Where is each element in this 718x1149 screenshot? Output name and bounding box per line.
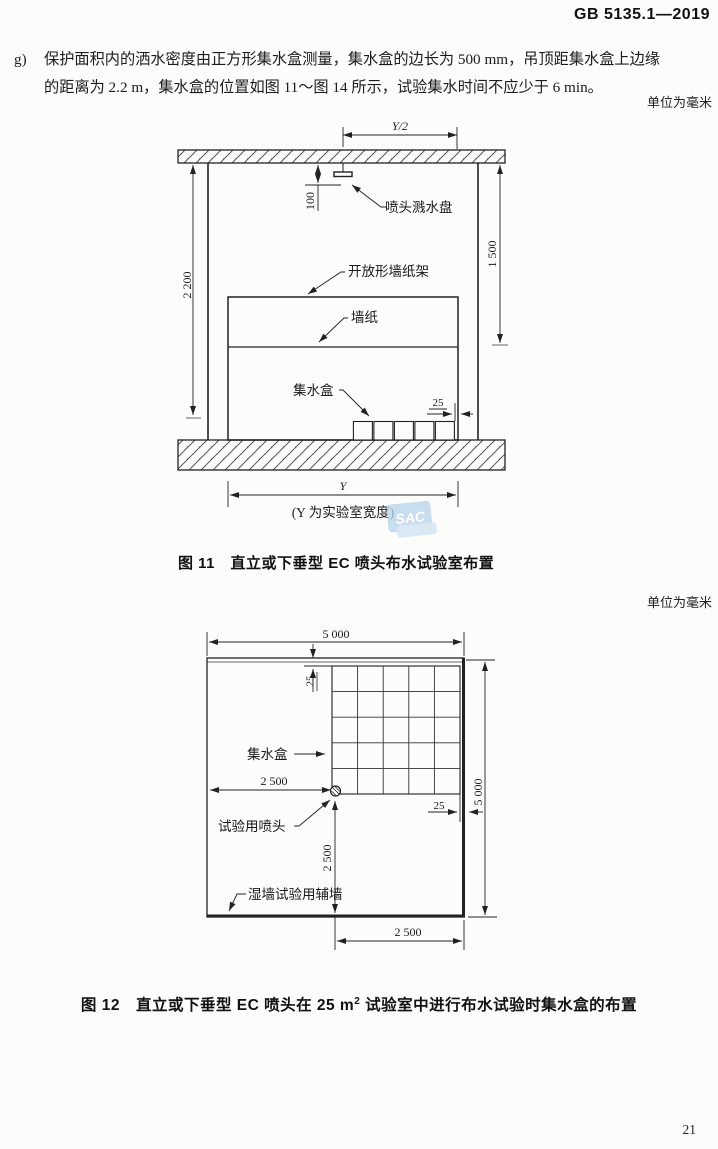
dim-bottom-2500 [337,920,465,950]
unit-note-1: 单位为毫米 [646,95,712,110]
page-number: 21 [682,1122,697,1137]
leader-wallpaper [318,317,348,343]
ceiling-slab [177,149,506,164]
label-wallpaper: 墙纸 [351,310,378,325]
floor-slab [177,439,506,471]
dim-label-bottom-2500: 2 500 [395,925,422,939]
dim-gap-right-25 [428,794,483,822]
collection-boxes [352,420,455,441]
label-aux-wall: 湿墙试验用辅墙 [248,887,343,902]
dim-label-vertical-2500: 2 500 [320,845,334,872]
unit-note-2: 单位为毫米 [646,595,712,610]
dim-label-2200: 2 200 [180,272,194,299]
paragraph-g-body: 保护面积内的洒水密度由正方形集水盒测量，集水盒的边长为 500 mm，吊顶距集水… [44,46,714,102]
dim-right-5000 [466,659,497,918]
dim-label-1500: 1 500 [485,241,499,268]
paragraph-g-line1: 保护面积内的洒水密度由正方形集水盒测量，集水盒的边长为 500 mm，吊顶距集水… [44,51,660,68]
figure-11-drawing: Y/2 100 1 500 2 200 25 [177,119,508,538]
figure-11-caption: 图 11 直立或下垂型 EC 喷头布水试验室布置 [178,555,495,572]
dim-label-top-5000: 5 000 [323,627,350,641]
dim-label-gap-top-25: 25 [305,675,317,687]
dim-gap-top-25 [304,644,332,692]
dim-1500 [492,165,508,346]
dim-label-y-half: Y/2 [392,119,408,133]
paragraph-g: g) 保护面积内的洒水密度由正方形集水盒测量，集水盒的边长为 500 mm，吊顶… [14,46,714,102]
dim-label-gap-right-25: 25 [434,800,446,812]
label-collection-box: 集水盒 [293,382,334,398]
dim-25 [427,403,473,421]
label-collection-box-12: 集水盒 [247,746,288,762]
list-marker-g: g) [14,51,27,68]
dim-label-100: 100 [303,192,317,210]
collection-box-grid [331,665,461,795]
sac-watermark-text: SAC [395,508,427,527]
dim-top-5000 [206,632,465,656]
sac-watermark: SAC [386,500,437,538]
label-deflector: 喷头溅水盘 [385,199,453,215]
label-y-note: (Y 为实验室宽度) [292,504,395,520]
label-rack: 开放形墙纸架 [348,264,429,279]
leader-deflector [351,184,387,208]
dim-y [227,481,459,507]
dim-2200 [186,165,201,419]
leader-rack [307,271,345,295]
wallpaper-rack [227,296,459,441]
label-test-sprinkler: 试验用喷头 [218,819,286,834]
standard-number: GB 5135.1—2019 [574,6,710,23]
test-sprinkler-symbol [329,785,342,797]
figure-12-caption-prefix: 图 12 直立或下垂型 EC 喷头在 25 m [80,997,355,1014]
leader-test-sprinkler [294,799,331,827]
figure-12-caption-sup: 2 [354,995,361,1007]
dim-label-left-2500: 2 500 [261,774,288,788]
dim-100 [305,165,341,211]
leader-aux-wall [228,893,246,912]
paragraph-g-line2: 的距离为 2.2 m，集水盒的位置如图 11～图 14 所示，试验集水时间不应少… [44,79,603,96]
dim-label-right-5000: 5 000 [471,779,485,806]
leader-collection-box [339,389,370,417]
dim-label-y: Y [340,479,348,493]
figure-12-caption: 图 12 直立或下垂型 EC 喷头在 25 m2 试验室中进行布水试验时集水盒的… [0,993,718,1015]
dim-label-25: 25 [433,397,445,409]
sprinkler-deflector [333,171,353,178]
dim-y-half [342,127,458,149]
figure-12-caption-suffix: 试验室中进行布水试验时集水盒的布置 [360,997,638,1014]
figure-12-drawing: 5 000 25 集水盒 2 500 试验用喷头 2 500 [206,627,497,950]
